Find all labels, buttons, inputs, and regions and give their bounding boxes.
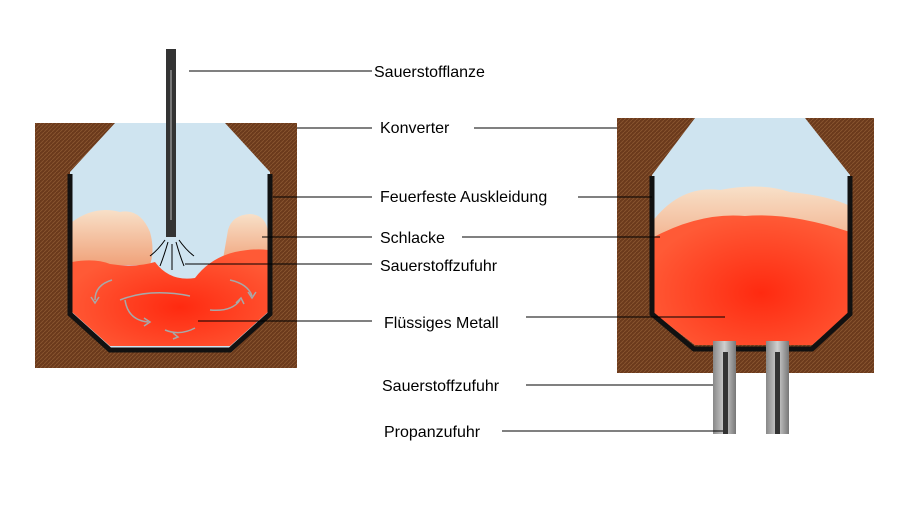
label-propane-supply: Propanzufuhr bbox=[384, 424, 481, 441]
right-liquid-metal bbox=[652, 215, 850, 345]
oxygen-tuyere-core bbox=[723, 352, 728, 434]
label-oxygen-supply-top: Sauerstoffzufuhr bbox=[380, 258, 498, 275]
left-circulation-arrows bbox=[90, 279, 257, 340]
propane-tuyere-core bbox=[775, 352, 780, 434]
right-converter bbox=[617, 118, 874, 434]
left-slag-left bbox=[72, 209, 153, 265]
right-refractory-lining bbox=[649, 176, 853, 352]
left-oxygen-jets bbox=[149, 239, 195, 270]
label-converter: Konverter bbox=[380, 120, 450, 137]
label-oxygen-supply-bottom: Sauerstoffzufuhr bbox=[382, 378, 500, 395]
label-liquid-metal: Flüssiges Metall bbox=[384, 315, 499, 332]
left-liquid-metal bbox=[72, 249, 268, 346]
left-refractory-lining bbox=[67, 174, 273, 353]
label-lance: Sauerstofflanze bbox=[374, 64, 485, 81]
label-lining: Feuerfeste Auskleidung bbox=[380, 189, 547, 206]
label-slag: Schlacke bbox=[380, 230, 445, 247]
oxygen-lance-highlight bbox=[170, 70, 172, 220]
left-converter bbox=[35, 49, 297, 368]
leader-lines bbox=[185, 70, 725, 432]
